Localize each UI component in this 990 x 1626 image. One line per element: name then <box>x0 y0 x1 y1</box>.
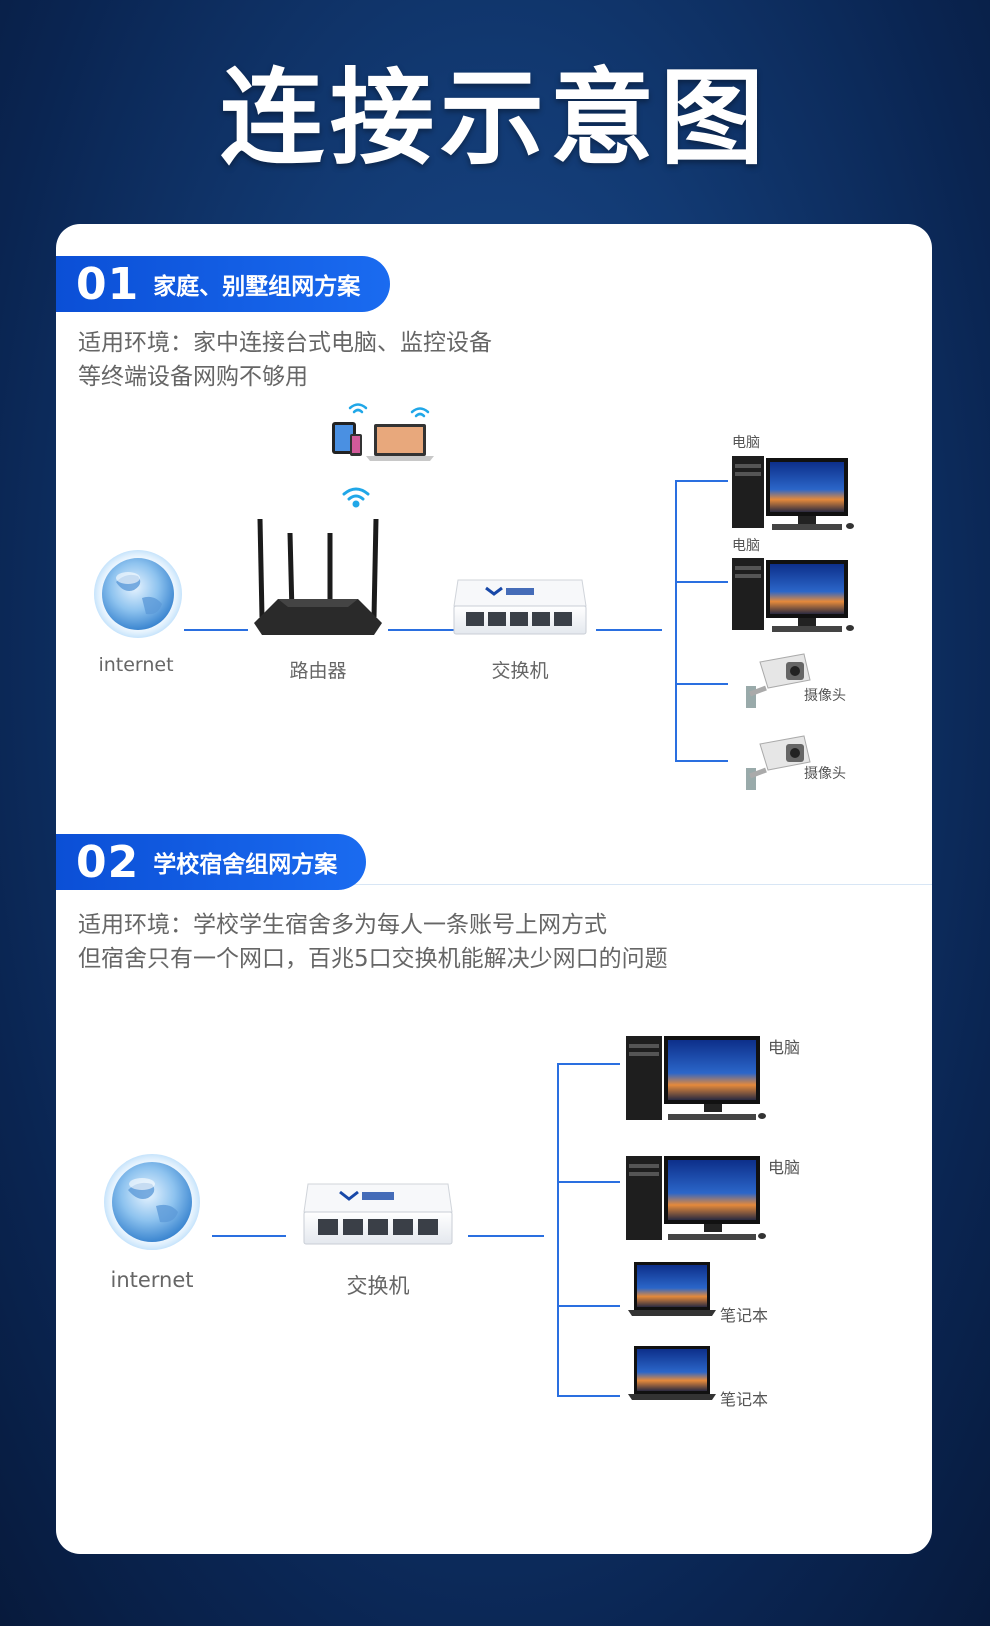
section2-desc-line1: 适用环境：学校学生宿舍多为每人一条账号上网方式 <box>78 912 607 938</box>
tablet-phone-icon <box>332 422 362 456</box>
internet-globe-icon <box>94 550 182 638</box>
internet-label: internet <box>110 1268 194 1292</box>
section1-connection-lines <box>184 480 728 762</box>
section1-desc-line1: 适用环境：家中连接台式电脑、监控设备 <box>78 330 492 356</box>
wifi-icon <box>348 403 368 414</box>
wifi-icon <box>342 487 370 508</box>
section2-number: 02 <box>76 836 140 888</box>
switch-icon <box>453 579 587 635</box>
desktop-computer-icon <box>732 558 854 632</box>
desktop-computer-icon <box>626 1156 766 1240</box>
section2-description: 适用环境：学校学生宿舍多为每人一条账号上网方式 但宿舍只有一个网口，百兆5口交换… <box>78 908 668 976</box>
section1-desc-line2: 等终端设备网购不够用 <box>78 364 308 390</box>
security-camera-icon <box>746 735 811 790</box>
device-label: 笔记本 <box>720 1306 769 1325</box>
diagram-graphics <box>94 403 854 1400</box>
device-label: 电脑 <box>768 1038 801 1057</box>
section1-number: 01 <box>76 258 140 310</box>
section2-heading: 学校宿舍组网方案 <box>153 852 338 878</box>
section1-description: 适用环境：家中连接台式电脑、监控设备 等终端设备网购不够用 <box>78 326 492 394</box>
section2-connection-lines <box>212 1063 620 1397</box>
desktop-computer-icon <box>626 1036 766 1120</box>
router-icon <box>254 518 382 635</box>
device-label: 电脑 <box>732 435 760 451</box>
desktop-computer-icon <box>732 456 854 530</box>
section-divider <box>56 884 932 885</box>
laptop-icon <box>628 1262 716 1316</box>
router-label: 路由器 <box>289 660 347 682</box>
device-label: 笔记本 <box>720 1390 769 1409</box>
page-title: 连接示意图 <box>219 57 770 179</box>
section1-badge: 01 家庭、别墅组网方案 <box>56 256 390 312</box>
section2-badge: 02 学校宿舍组网方案 <box>56 834 366 890</box>
switch-icon <box>303 1183 453 1245</box>
wifi-icon <box>410 407 430 418</box>
device-label: 电脑 <box>732 538 760 554</box>
switch-label: 交换机 <box>491 660 549 682</box>
laptop-icon <box>628 1346 716 1400</box>
laptop-icon <box>366 424 434 461</box>
internet-globe-icon <box>104 1154 200 1250</box>
switch-label: 交换机 <box>346 1274 410 1298</box>
device-label: 摄像头 <box>804 766 846 782</box>
section2-desc-line2: 但宿舍只有一个网口，百兆5口交换机能解决少网口的问题 <box>78 946 668 972</box>
security-camera-icon <box>746 653 811 708</box>
device-label: 电脑 <box>768 1158 801 1177</box>
diagram-card: 01 家庭、别墅组网方案 适用环境：家中连接台式电脑、监控设备 等终端设备网购不… <box>56 224 932 1554</box>
section1-heading: 家庭、别墅组网方案 <box>153 274 361 300</box>
device-label: 摄像头 <box>804 688 846 704</box>
internet-label: internet <box>98 654 174 676</box>
